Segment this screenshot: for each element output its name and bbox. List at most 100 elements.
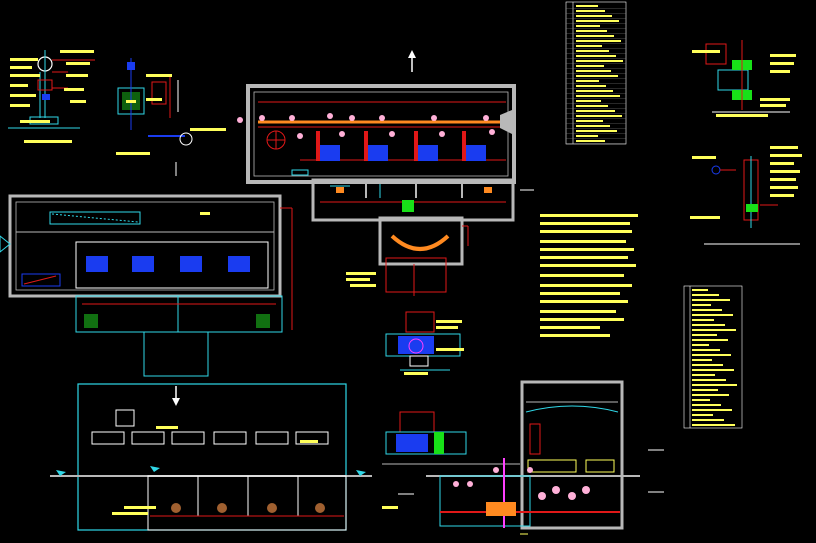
table-row-text — [692, 394, 729, 396]
note-text-bar — [540, 318, 624, 321]
table-row-text — [576, 85, 606, 87]
note-text-bar — [540, 264, 636, 267]
table-row-text — [576, 140, 605, 142]
note-text-bar — [112, 512, 148, 515]
note-text-bar — [66, 74, 88, 77]
note-text-bar — [692, 50, 720, 53]
note-text-bar — [770, 162, 794, 165]
note-text-bar — [760, 98, 790, 101]
note-text-bar — [540, 240, 626, 243]
table-row-text — [576, 110, 615, 112]
note-text-bar — [10, 94, 36, 97]
table-row-text — [692, 304, 711, 306]
note-text-bar — [716, 114, 768, 117]
note-text-bar — [66, 62, 90, 65]
note-text-bar — [10, 74, 40, 77]
table-row-text — [576, 25, 600, 27]
table-row-text — [576, 95, 620, 97]
note-text-bar — [404, 372, 428, 375]
table-row-text — [576, 80, 599, 82]
note-text-bar — [540, 284, 632, 287]
note-text-bar — [146, 98, 162, 101]
note-text-bar — [540, 256, 628, 259]
note-text-bar — [770, 170, 800, 173]
note-text-bar — [350, 284, 376, 287]
table-row-text — [576, 70, 611, 72]
table-row-text — [692, 419, 724, 421]
note-text-bar — [436, 348, 464, 351]
note-text-bar — [770, 146, 798, 149]
table-row-text — [576, 35, 614, 37]
table-row-text — [576, 40, 621, 42]
note-text-bar — [540, 326, 600, 329]
note-text-bar — [10, 58, 38, 61]
note-text-bar — [346, 272, 376, 275]
table-row-text — [692, 309, 722, 311]
note-text-bar — [300, 440, 318, 443]
table-row-text — [576, 20, 619, 22]
note-text-bar — [760, 104, 786, 107]
table-row-text — [692, 399, 710, 401]
table-row-text — [692, 374, 715, 376]
note-text-bar — [10, 104, 30, 107]
table-row-text — [692, 314, 733, 316]
table-row-text — [692, 329, 736, 331]
note-text-bar — [540, 248, 634, 251]
table-row-text — [692, 289, 708, 291]
table-row-text — [576, 10, 605, 12]
note-text-bar — [540, 300, 628, 303]
note-text-bar — [126, 100, 136, 103]
table-row-text — [576, 100, 601, 102]
note-text-bar — [346, 278, 370, 281]
table-row-text — [692, 384, 737, 386]
note-text-bar — [690, 216, 720, 219]
table-row-text — [576, 55, 616, 57]
table-row-text — [576, 130, 617, 132]
note-text-bar — [770, 178, 796, 181]
table-row-text — [576, 5, 598, 7]
table-row-text — [692, 409, 732, 411]
note-text-bar — [436, 326, 458, 329]
note-text-bar — [382, 506, 398, 509]
note-text-bar — [692, 156, 716, 159]
note-text-bar — [540, 214, 638, 217]
note-text-bar — [64, 88, 84, 91]
note-text-bar — [770, 62, 794, 65]
note-text-bar — [190, 128, 226, 131]
note-text-bar — [156, 426, 178, 429]
table-row-text — [692, 299, 730, 301]
table-row-text — [692, 334, 717, 336]
table-row-text — [692, 349, 720, 351]
table-row-text — [576, 75, 618, 77]
table-row-text — [576, 90, 613, 92]
table-row-text — [692, 344, 709, 346]
note-text-bar — [10, 84, 28, 87]
table-row-text — [692, 404, 721, 406]
note-text-bar — [770, 54, 796, 57]
table-row-text — [692, 414, 713, 416]
table-row-text — [692, 324, 725, 326]
table-row-text — [576, 135, 598, 137]
note-text-bar — [770, 186, 798, 189]
note-text-bar — [146, 74, 172, 77]
note-text-bar — [540, 292, 620, 295]
note-text-bar — [60, 50, 94, 53]
table-row-text — [692, 319, 714, 321]
note-text-bar — [770, 194, 794, 197]
table-row-text — [576, 45, 602, 47]
table-row-text — [692, 424, 735, 426]
note-text-bar — [24, 140, 72, 143]
note-text-bar — [770, 154, 802, 157]
note-text-bar — [124, 506, 156, 509]
note-text-bar — [436, 320, 462, 323]
table-row-text — [576, 60, 623, 62]
note-text-bar — [770, 70, 790, 73]
note-text-bar — [116, 152, 150, 155]
table-row-text — [692, 379, 726, 381]
table-row-text — [692, 359, 712, 361]
table-row-text — [692, 364, 723, 366]
note-text-bar — [540, 310, 616, 313]
note-text-bar — [540, 222, 630, 225]
